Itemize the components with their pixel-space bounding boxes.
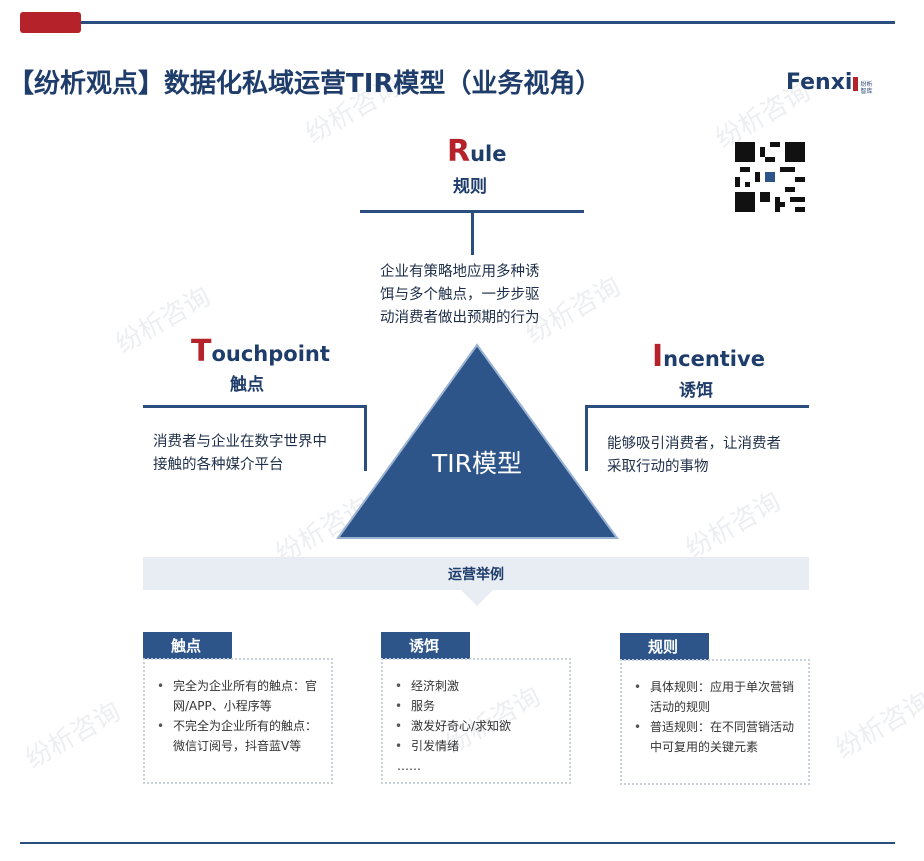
card-touchpoint-body: 完全为企业所有的触点：官网/APP、小程序等 不完全为企业所有的触点：微信订阅号… — [143, 658, 333, 784]
header-accent — [20, 12, 81, 33]
tir-triangle — [336, 343, 619, 539]
touchpoint-line — [143, 405, 367, 408]
incentive-line — [585, 405, 809, 408]
card-rule-header: 规则 — [620, 633, 709, 660]
card-incentive-header: 诱饵 — [381, 632, 470, 659]
touchpoint-connector — [364, 405, 367, 471]
qr-code — [735, 142, 805, 212]
touchpoint-heading: Touchpoint — [191, 334, 330, 369]
footer-line — [20, 842, 895, 844]
card-incentive-body: 经济刺激 服务 激发好奇心/求知欲 引发情绪 …… — [381, 658, 571, 784]
fenxi-logo: Fenxi 纷析智库 — [786, 70, 873, 95]
tir-center-label: TIR模型 — [431, 449, 522, 478]
touchpoint-desc: 消费者与企业在数字世界中接触的各种媒介平台 — [153, 434, 327, 473]
banner-pointer — [461, 590, 493, 606]
examples-banner: 运营举例 — [143, 557, 809, 590]
header-line — [81, 21, 895, 24]
rule-connector — [471, 210, 474, 255]
card-rule-body: 具体规则：应用于单次营销活动的规则 普适规则：在不同营销活动中可复用的关键元素 — [620, 659, 810, 785]
page-title: 【纷析观点】数据化私域运营TIR模型（业务视角） — [8, 69, 602, 99]
incentive-cn: 诱饵 — [679, 381, 713, 401]
rule-desc: 企业有策略地应用多种诱饵与多个触点，一步步驱动消费者做出预期的行为 — [380, 264, 540, 326]
touchpoint-cn: 触点 — [230, 375, 264, 395]
rule-cn: 规则 — [453, 177, 487, 197]
incentive-connector — [585, 405, 588, 471]
rule-heading: Rule — [447, 134, 507, 169]
card-touchpoint-header: 触点 — [143, 632, 232, 659]
incentive-desc: 能够吸引消费者，让消费者采取行动的事物 — [607, 436, 781, 475]
incentive-heading: Incentive — [652, 339, 765, 374]
